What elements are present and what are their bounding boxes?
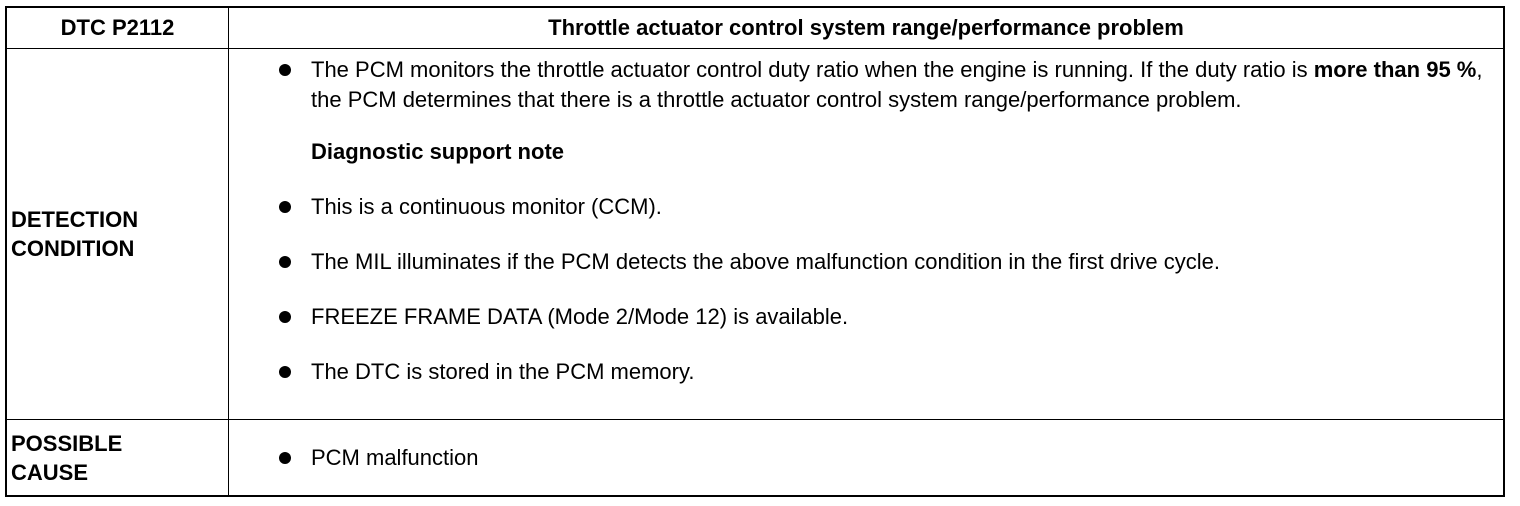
detection-row: DETECTION CONDITION The PCM monitors the… xyxy=(7,48,1503,420)
possible-cause-content-cell: PCM malfunction xyxy=(228,419,1503,495)
dtc-code: DTC P2112 xyxy=(60,15,175,40)
detection-item-freeze-frame: FREEZE FRAME DATA (Mode 2/Mode 12) is av… xyxy=(279,302,1483,332)
detection-label-line1: DETECTION xyxy=(11,207,139,232)
possible-cause-label-cell: POSSIBLE CAUSE xyxy=(7,419,229,495)
possible-cause-label-line2: CAUSE xyxy=(11,459,89,485)
detection-item-monitor-text2: , the PCM determines that there is a thr… xyxy=(311,57,1483,112)
duty-ratio-threshold: more than 95 % xyxy=(1313,57,1477,82)
detection-content-cell: The PCM monitors the throttle actuator c… xyxy=(228,48,1503,420)
possible-cause-row: POSSIBLE CAUSE PCM malfunction xyxy=(7,419,1503,495)
detection-item-mil: The MIL illuminates if the PCM detects t… xyxy=(279,247,1483,277)
possible-cause-label-line1: POSSIBLE xyxy=(11,430,123,456)
detection-item-ccm: This is a continuous monitor (CCM). xyxy=(279,192,1483,222)
possible-cause-item: PCM malfunction xyxy=(279,443,1483,473)
dtc-title: Throttle actuator control system range/p… xyxy=(548,15,1184,40)
dtc-table: DTC P2112 Throttle actuator control syst… xyxy=(7,8,1503,495)
detection-item-monitor: The PCM monitors the throttle actuator c… xyxy=(279,55,1483,115)
detection-item-memory: The DTC is stored in the PCM memory. xyxy=(279,357,1483,387)
header-row: DTC P2112 Throttle actuator control syst… xyxy=(7,8,1503,49)
detection-label-line2: CONDITION xyxy=(11,236,135,261)
diagnostic-support-note-heading: Diagnostic support note xyxy=(311,139,564,164)
dtc-table-frame: DTC P2112 Throttle actuator control syst… xyxy=(5,6,1505,497)
detection-label-cell: DETECTION CONDITION xyxy=(7,48,229,420)
detection-item-monitor-text1: The PCM monitors the throttle actuator c… xyxy=(311,57,1314,82)
dtc-code-cell: DTC P2112 xyxy=(7,8,229,49)
dtc-title-cell: Throttle actuator control system range/p… xyxy=(228,8,1503,49)
